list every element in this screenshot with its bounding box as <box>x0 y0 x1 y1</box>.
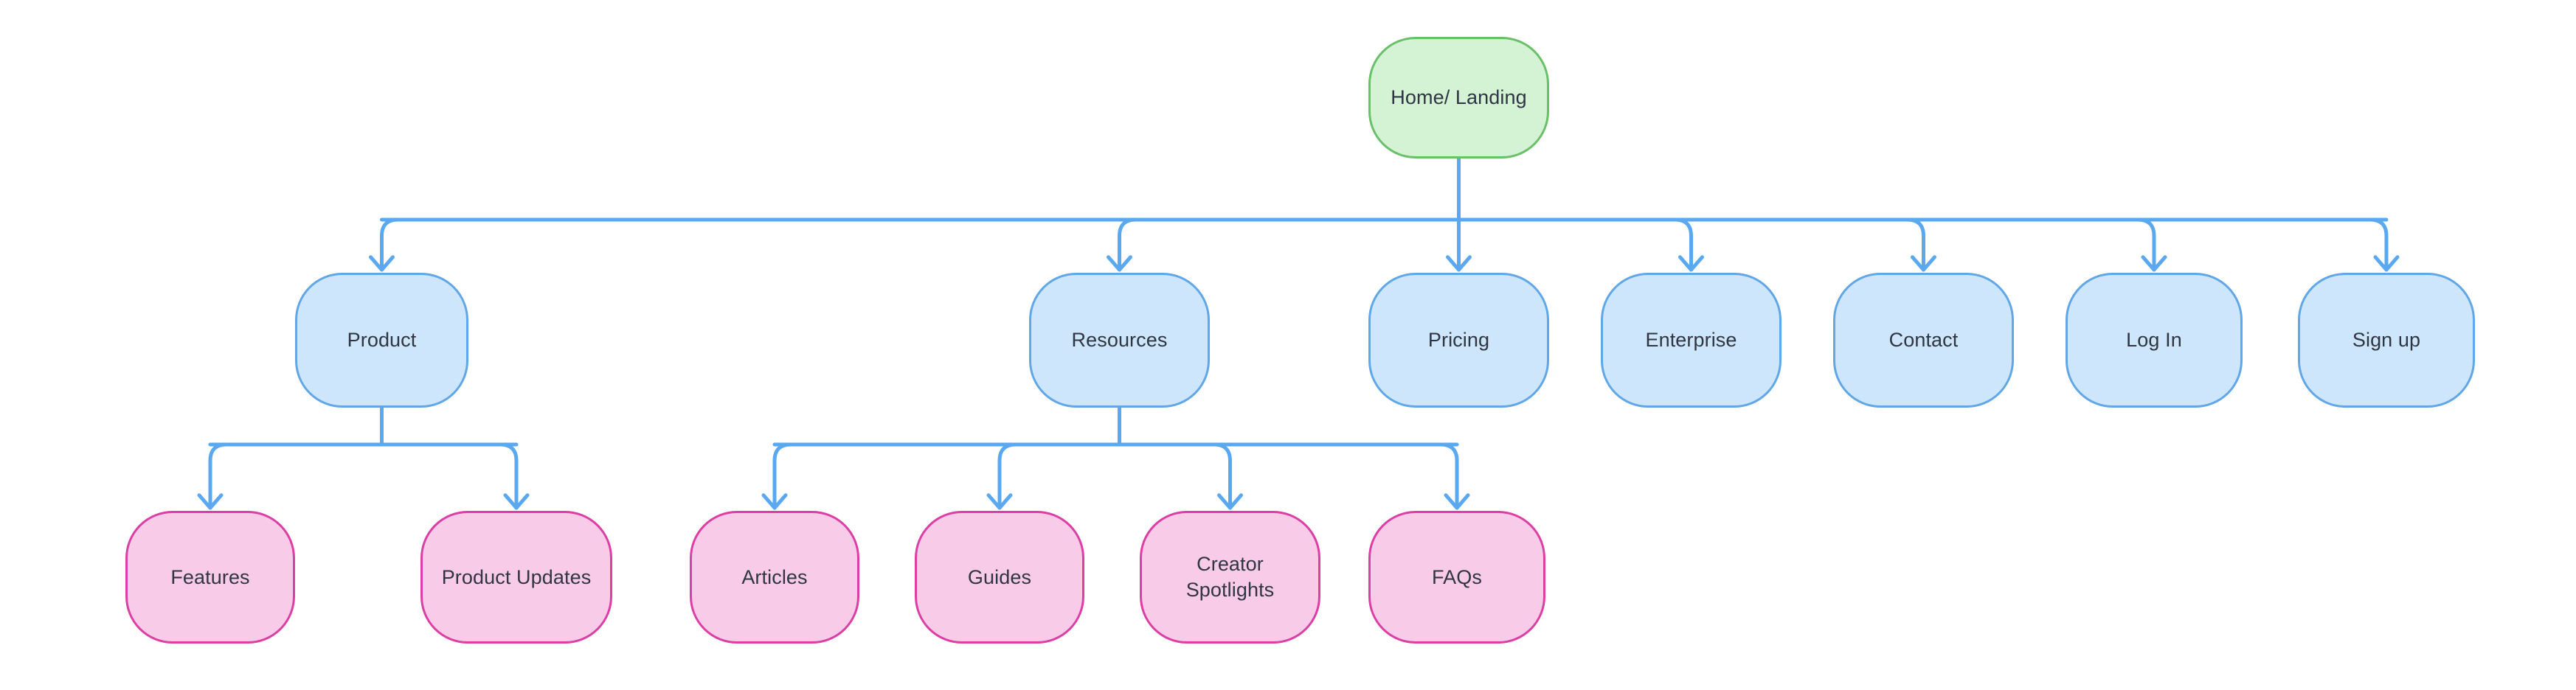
connector <box>986 493 1013 510</box>
connector <box>208 442 229 510</box>
connector <box>1444 493 1470 510</box>
connector <box>761 493 788 510</box>
node-product[interactable]: Product <box>295 273 468 408</box>
node-contact[interactable]: Contact <box>1833 273 2014 408</box>
connector <box>1678 255 1704 272</box>
connector <box>1905 217 1925 272</box>
connector <box>1217 493 1243 510</box>
node-features[interactable]: Features <box>125 511 295 644</box>
node-pricing[interactable]: Pricing <box>1368 273 1549 408</box>
connector <box>503 493 530 510</box>
connector <box>2136 217 2156 272</box>
connector <box>498 442 519 510</box>
node-product-updates[interactable]: Product Updates <box>420 511 612 644</box>
connector <box>772 442 793 510</box>
connector <box>1118 217 1138 272</box>
connector <box>2368 217 2389 272</box>
node-resources[interactable]: Resources <box>1029 273 1210 408</box>
connector <box>2141 255 2167 272</box>
node-home[interactable]: Home/ Landing <box>1368 37 1549 158</box>
connector <box>1446 255 1472 272</box>
connector <box>369 255 395 272</box>
connector <box>1212 442 1232 510</box>
connector <box>1438 442 1459 510</box>
node-faqs[interactable]: FAQs <box>1368 511 1545 644</box>
node-creator-spotlights[interactable]: Creator Spotlights <box>1140 511 1320 644</box>
node-articles[interactable]: Articles <box>690 511 859 644</box>
connector <box>197 493 224 510</box>
node-log-in[interactable]: Log In <box>2066 273 2243 408</box>
connector <box>380 217 400 272</box>
node-sign-up[interactable]: Sign up <box>2298 273 2475 408</box>
connector <box>1673 217 1693 272</box>
connector <box>1107 255 1132 272</box>
connector <box>997 442 1018 510</box>
connector <box>1911 255 1936 272</box>
node-guides[interactable]: Guides <box>915 511 1084 644</box>
connector <box>2373 255 2400 272</box>
node-enterprise[interactable]: Enterprise <box>1601 273 1782 408</box>
